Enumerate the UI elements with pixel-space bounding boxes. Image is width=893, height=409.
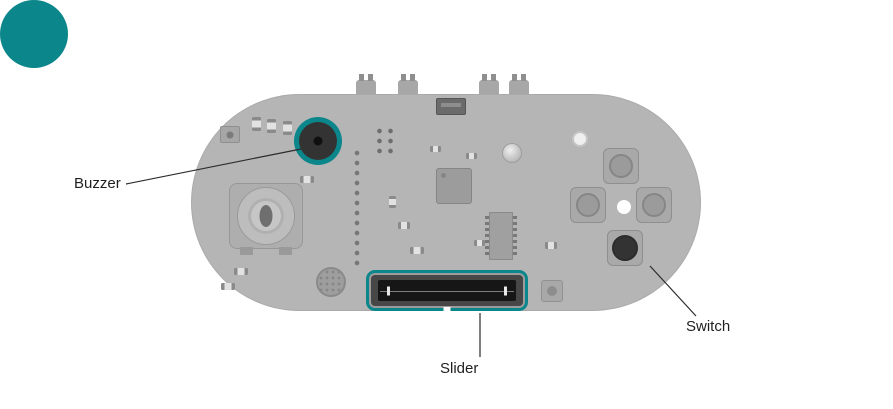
smd-component [389, 196, 396, 208]
button-cap [576, 193, 600, 217]
push-button-right [636, 187, 672, 223]
switch-component [607, 230, 643, 266]
main-chip [436, 168, 472, 204]
smd-component [398, 222, 410, 229]
joystick-foot [279, 247, 292, 255]
driver-ic [485, 212, 517, 260]
button-cap [642, 193, 666, 217]
small-sensor-component [541, 280, 563, 302]
slider-tick [387, 286, 390, 295]
switch-highlight-ring [0, 0, 68, 68]
smd-component [283, 121, 292, 135]
buzzer-disc [299, 122, 337, 160]
slider-frame [371, 275, 523, 306]
slider-label: Slider [440, 360, 479, 377]
buzzer-component [294, 117, 342, 165]
push-button-left [570, 187, 606, 223]
smd-component [430, 146, 441, 152]
pin-hole-strip [351, 148, 363, 266]
indicator-led [572, 131, 588, 147]
smd-component [300, 176, 314, 183]
joystick-component [229, 183, 303, 255]
button-cap [609, 154, 633, 178]
joystick-foot [240, 247, 253, 255]
slider-notch [443, 307, 451, 312]
smd-component [545, 242, 557, 249]
status-led [502, 143, 522, 163]
reset-button-component [220, 126, 240, 143]
smd-component [466, 153, 477, 159]
smd-component [252, 117, 261, 131]
buzzer-label: Buzzer [74, 175, 121, 192]
slider-tick [504, 286, 507, 295]
microphone-component [316, 267, 346, 297]
smd-component [267, 119, 276, 133]
smd-component [474, 240, 485, 246]
icsp-header-dots [374, 126, 396, 156]
push-button-up [603, 148, 639, 184]
smd-component [234, 268, 248, 275]
mounting-hole [617, 200, 631, 214]
switch-label: Switch [686, 318, 731, 335]
joystick-knob [248, 198, 284, 234]
switch-cap [612, 235, 638, 261]
smd-component [221, 283, 235, 290]
smd-component [410, 247, 424, 254]
slider-component [366, 270, 528, 312]
usb-connector [436, 98, 466, 115]
slider-slot [378, 280, 516, 301]
